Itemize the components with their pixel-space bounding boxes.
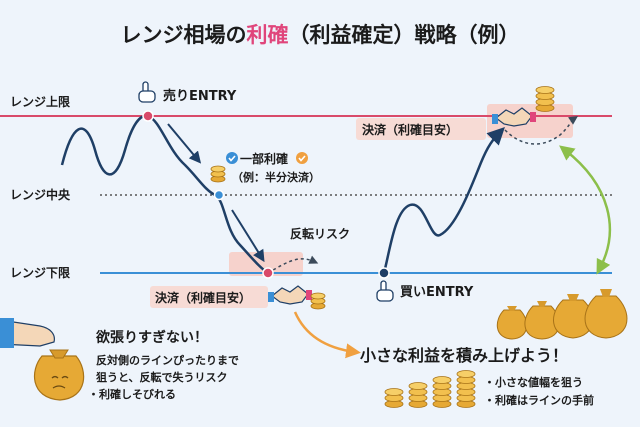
- check-icon: [296, 152, 308, 164]
- lower-settle-point: [262, 267, 274, 279]
- partial-profit-label: 一部利確: [240, 151, 288, 166]
- reaching-hand-icon: [0, 318, 55, 348]
- lower-line-label: レンジ下限: [10, 265, 70, 280]
- coin-stack-icon: [535, 86, 555, 112]
- settle-zone-lower: [229, 252, 303, 276]
- warning-line-3: ・利確しそびれる: [88, 387, 176, 401]
- reversal-risk-label: 反転リスク: [290, 226, 350, 241]
- tip-bullet-2: ・利確はラインの手前: [484, 393, 594, 407]
- money-bag-icon: [553, 294, 593, 339]
- hand-pointer-icon: [376, 280, 394, 302]
- coin-stack-icon: [456, 370, 476, 408]
- handshake-icon: [492, 107, 536, 127]
- money-bag-icon: [584, 289, 628, 339]
- partial-profit-point: [213, 189, 225, 201]
- sell-entry-point: [142, 110, 154, 122]
- page-title: レンジ相場の利確（利益確定）戦略（例）: [121, 23, 520, 47]
- money-bag-icon: [496, 306, 528, 340]
- upper-line-label: レンジ上限: [10, 94, 70, 109]
- partial-profit-example: （例：半分決済）: [232, 170, 320, 184]
- coin-stack-icon: [432, 376, 452, 408]
- settle-label-bg-upper: [356, 118, 486, 140]
- handshake-icon: [268, 285, 312, 305]
- hand-pointer-icon: [138, 81, 156, 103]
- price-path-down: [60, 114, 269, 275]
- warning-title: 欲張りすぎない！: [95, 329, 208, 346]
- tip-arrow-icon: [293, 311, 361, 359]
- settle-label-bg-lower: [150, 286, 268, 308]
- buy-entry-label: 買いENTRY: [400, 285, 474, 300]
- warning-line-1: 反対側のラインぴったりまで: [96, 353, 239, 367]
- check-icon: [226, 152, 238, 164]
- money-bag-icon: [34, 349, 85, 401]
- coin-stack-icon: [408, 382, 428, 408]
- sell-direction-arrow: [167, 123, 202, 164]
- coin-stack-icon: [384, 388, 404, 408]
- take-profit-direction-arrow: [231, 209, 265, 263]
- price-path-up: [382, 127, 505, 274]
- tip-bullet-1: ・小さな値幅を狙う: [484, 375, 583, 389]
- settle-lower-label: 決済（利確目安）: [155, 290, 251, 305]
- warning-line-2: 狙うと、反転で失うリスク: [96, 370, 228, 384]
- sell-entry-label: 売りENTRY: [163, 88, 237, 104]
- coin-stack-icon: [210, 165, 226, 183]
- middle-line-label: レンジ中央: [10, 187, 71, 202]
- upper-continuation-dotted: [504, 115, 578, 145]
- coin-stack-icon: [310, 292, 326, 310]
- buy-entry-point: [378, 267, 390, 279]
- tip-title: 小さな利益を積み上げよう！: [360, 346, 568, 365]
- settle-upper-label: 決済（利確目安）: [362, 122, 458, 137]
- range-double-arrow-icon: [559, 145, 612, 275]
